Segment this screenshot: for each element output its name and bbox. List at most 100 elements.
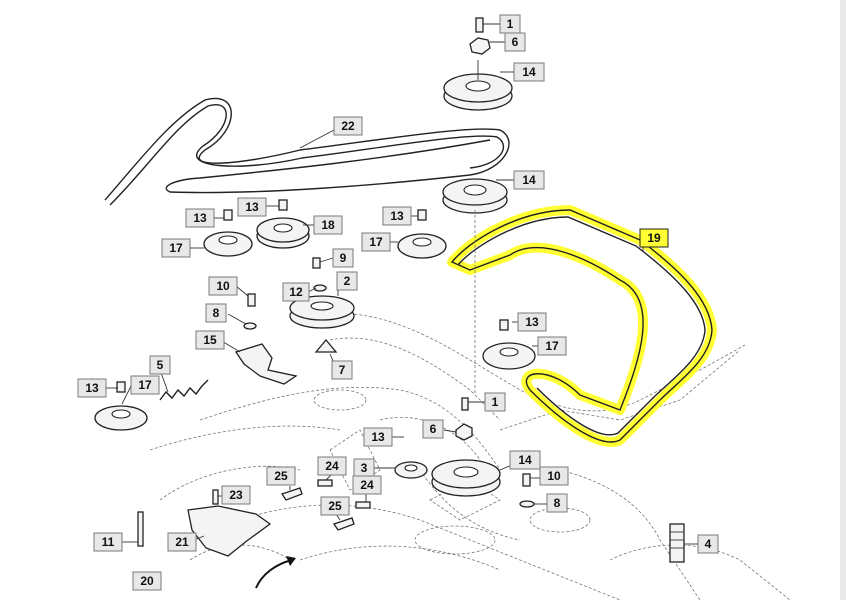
callout-15: 15 bbox=[195, 330, 225, 350]
rotation-arrow bbox=[255, 556, 296, 589]
callout-18: 18 bbox=[313, 215, 343, 235]
idler-17-far-left bbox=[94, 381, 148, 431]
callout-20: 20 bbox=[132, 571, 162, 591]
svg-text:14: 14 bbox=[522, 173, 536, 187]
clip-25-a bbox=[280, 487, 303, 501]
svg-text:21: 21 bbox=[175, 535, 189, 549]
spring-4 bbox=[669, 523, 685, 563]
washer-8-left bbox=[243, 322, 257, 330]
window-edge bbox=[840, 0, 846, 600]
callout-24-b: 24 bbox=[352, 475, 382, 495]
callout-8-right: 8 bbox=[546, 493, 568, 513]
svg-text:13: 13 bbox=[525, 315, 539, 329]
pulley-18 bbox=[256, 199, 310, 249]
bracket-21 bbox=[187, 505, 272, 557]
svg-text:6: 6 bbox=[430, 422, 437, 436]
belt-22 bbox=[104, 97, 510, 206]
bolt-11 bbox=[137, 511, 144, 547]
clip-25-b bbox=[332, 517, 355, 531]
callout-8-left: 8 bbox=[205, 303, 227, 323]
bolt-1-top bbox=[475, 17, 484, 33]
svg-text:15: 15 bbox=[203, 333, 217, 347]
svg-text:9: 9 bbox=[340, 251, 347, 265]
nut-6-mid bbox=[455, 423, 473, 441]
svg-text:20: 20 bbox=[140, 574, 154, 588]
svg-text:3: 3 bbox=[361, 461, 368, 475]
bolt-10-right bbox=[522, 473, 531, 487]
callout-4: 4 bbox=[697, 534, 719, 554]
svg-text:19: 19 bbox=[647, 231, 661, 245]
svg-text:1: 1 bbox=[492, 395, 499, 409]
svg-text:14: 14 bbox=[522, 65, 536, 79]
callout-13-e: 13 bbox=[77, 378, 107, 398]
svg-text:1: 1 bbox=[507, 17, 514, 31]
callout-24-a: 24 bbox=[317, 456, 347, 476]
pulley-2 bbox=[289, 295, 355, 329]
pulley-14-mid bbox=[442, 178, 508, 395]
idler-17-left bbox=[203, 209, 253, 257]
svg-text:7: 7 bbox=[339, 363, 346, 377]
callout-13-b: 13 bbox=[237, 197, 267, 217]
callout-22: 22 bbox=[333, 116, 363, 136]
svg-text:11: 11 bbox=[102, 535, 115, 549]
svg-text:13: 13 bbox=[85, 381, 99, 395]
callout-17-d: 17 bbox=[130, 375, 160, 395]
svg-text:24: 24 bbox=[360, 478, 374, 492]
svg-text:10: 10 bbox=[547, 469, 561, 483]
callout-25-a: 25 bbox=[266, 466, 296, 486]
pin-24-b bbox=[355, 501, 371, 509]
callout-3: 3 bbox=[353, 458, 375, 478]
callout-17-a: 17 bbox=[161, 238, 191, 258]
svg-text:2: 2 bbox=[344, 274, 351, 288]
pin-24-a bbox=[317, 479, 333, 487]
callout-9: 9 bbox=[332, 248, 354, 268]
bolt-10-left bbox=[247, 293, 256, 307]
callout-10-right: 10 bbox=[539, 466, 569, 486]
svg-text:25: 25 bbox=[274, 469, 288, 483]
pulley-14-low bbox=[431, 459, 501, 497]
callout-10-left: 10 bbox=[208, 276, 238, 296]
svg-text:18: 18 bbox=[321, 218, 335, 232]
svg-text:13: 13 bbox=[193, 211, 207, 225]
svg-text:13: 13 bbox=[371, 430, 385, 444]
callout-17-c: 17 bbox=[537, 336, 567, 356]
svg-text:8: 8 bbox=[554, 496, 561, 510]
callout-5: 5 bbox=[149, 355, 171, 375]
svg-text:6: 6 bbox=[512, 35, 519, 49]
callout-2: 2 bbox=[336, 271, 358, 291]
callout-14-mid: 14 bbox=[513, 170, 545, 190]
svg-text:8: 8 bbox=[213, 306, 220, 320]
spacer-7 bbox=[314, 338, 338, 353]
callout-14-top: 14 bbox=[513, 62, 545, 82]
callout-6-top: 6 bbox=[504, 32, 526, 52]
callout-11: 11 bbox=[93, 532, 123, 552]
svg-text:17: 17 bbox=[138, 378, 152, 392]
callout-25-b: 25 bbox=[320, 496, 350, 516]
svg-text:23: 23 bbox=[229, 488, 243, 502]
callout-17-b: 17 bbox=[361, 232, 391, 252]
idler-17-center bbox=[397, 209, 447, 259]
svg-text:4: 4 bbox=[705, 537, 712, 551]
washer-8-right bbox=[519, 500, 535, 508]
svg-text:17: 17 bbox=[545, 339, 559, 353]
svg-text:17: 17 bbox=[369, 235, 383, 249]
idler-17-right bbox=[482, 319, 536, 370]
svg-text:13: 13 bbox=[245, 200, 259, 214]
callout-23: 23 bbox=[221, 485, 251, 505]
svg-text:10: 10 bbox=[216, 279, 230, 293]
bolt-9 bbox=[312, 257, 321, 269]
pulley-14-top bbox=[443, 60, 513, 111]
svg-text:12: 12 bbox=[289, 285, 303, 299]
callout-7: 7 bbox=[331, 360, 353, 380]
svg-text:24: 24 bbox=[325, 459, 339, 473]
callout-1-mid: 1 bbox=[484, 392, 506, 412]
svg-text:25: 25 bbox=[328, 499, 342, 513]
callout-1-top: 1 bbox=[499, 14, 521, 34]
nut-6-top bbox=[469, 37, 491, 55]
svg-text:14: 14 bbox=[518, 453, 532, 467]
svg-text:17: 17 bbox=[169, 241, 183, 255]
callout-12: 12 bbox=[282, 282, 310, 302]
bolt-1-mid bbox=[461, 397, 469, 411]
callout-6-mid: 6 bbox=[422, 419, 444, 439]
